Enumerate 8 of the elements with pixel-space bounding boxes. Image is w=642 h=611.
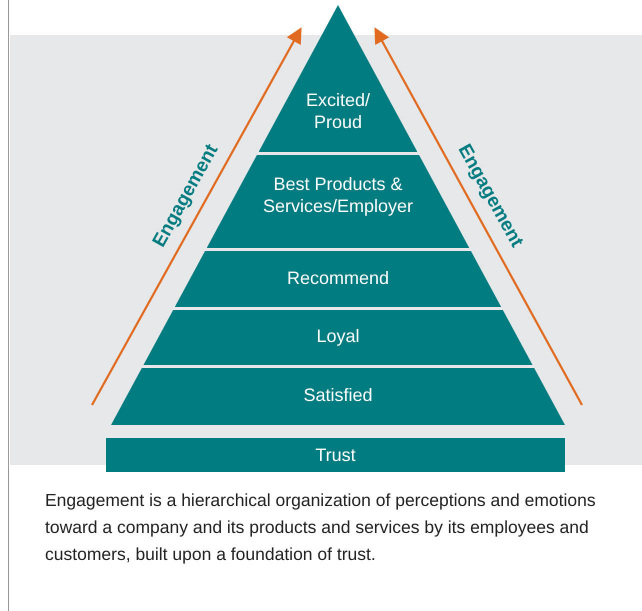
layer-label: Recommend (286, 267, 389, 289)
layer-label: Trust (315, 444, 356, 466)
layer-label: Satisfied (303, 384, 373, 406)
layer-label: Best Products & Services/Employer (262, 173, 414, 217)
base-bar (106, 438, 565, 472)
caption: Engagement is a hierarchical organization of perceptions and emotions toward a company and its products and services by its employees and customers, built upon a foundation of trust. (45, 489, 597, 566)
layer-label: Loyal (316, 325, 360, 347)
layer-label: Excited/ Proud (304, 89, 371, 133)
